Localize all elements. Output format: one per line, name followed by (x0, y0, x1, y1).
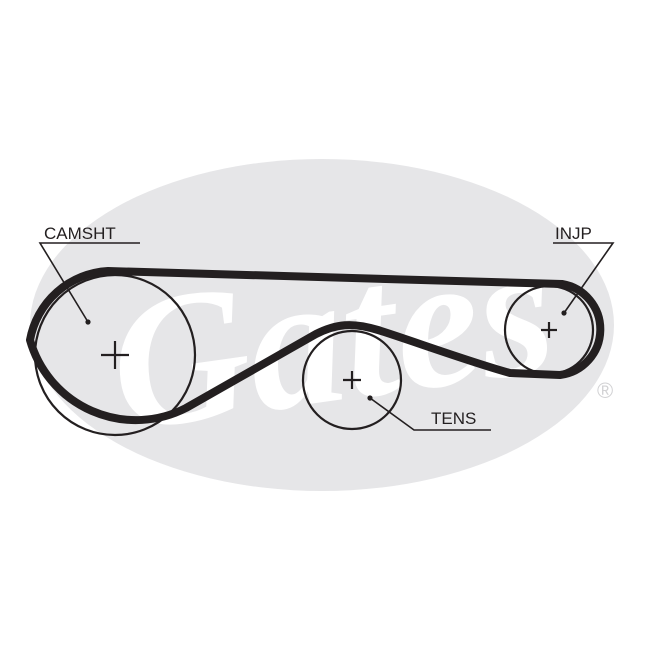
injection-pump-center-cross (541, 322, 557, 338)
registered-mark: ® (597, 378, 613, 403)
camshaft-leader (38, 242, 140, 323)
tensioner-label: TENS (431, 409, 476, 428)
tensioner-leader-dot (367, 395, 373, 401)
injection-pump-label: INJP (555, 224, 592, 243)
injection-pump-leader (553, 242, 615, 314)
leader-dots (85, 310, 567, 401)
tensioner-pulley (301, 329, 403, 431)
tensioner-leader (369, 397, 491, 431)
leader-lines (38, 242, 615, 431)
pulley-centers (101, 322, 557, 389)
tensioner-center-cross (343, 371, 361, 389)
camshaft-leader-dot (85, 319, 91, 325)
timing-belt (26, 267, 605, 425)
gates-watermark: Gates ® (30, 159, 614, 491)
camshaft-center-cross (101, 341, 129, 369)
camshaft-label: CAMSHT (44, 224, 116, 243)
injection-pump-leader-dot (561, 310, 567, 316)
